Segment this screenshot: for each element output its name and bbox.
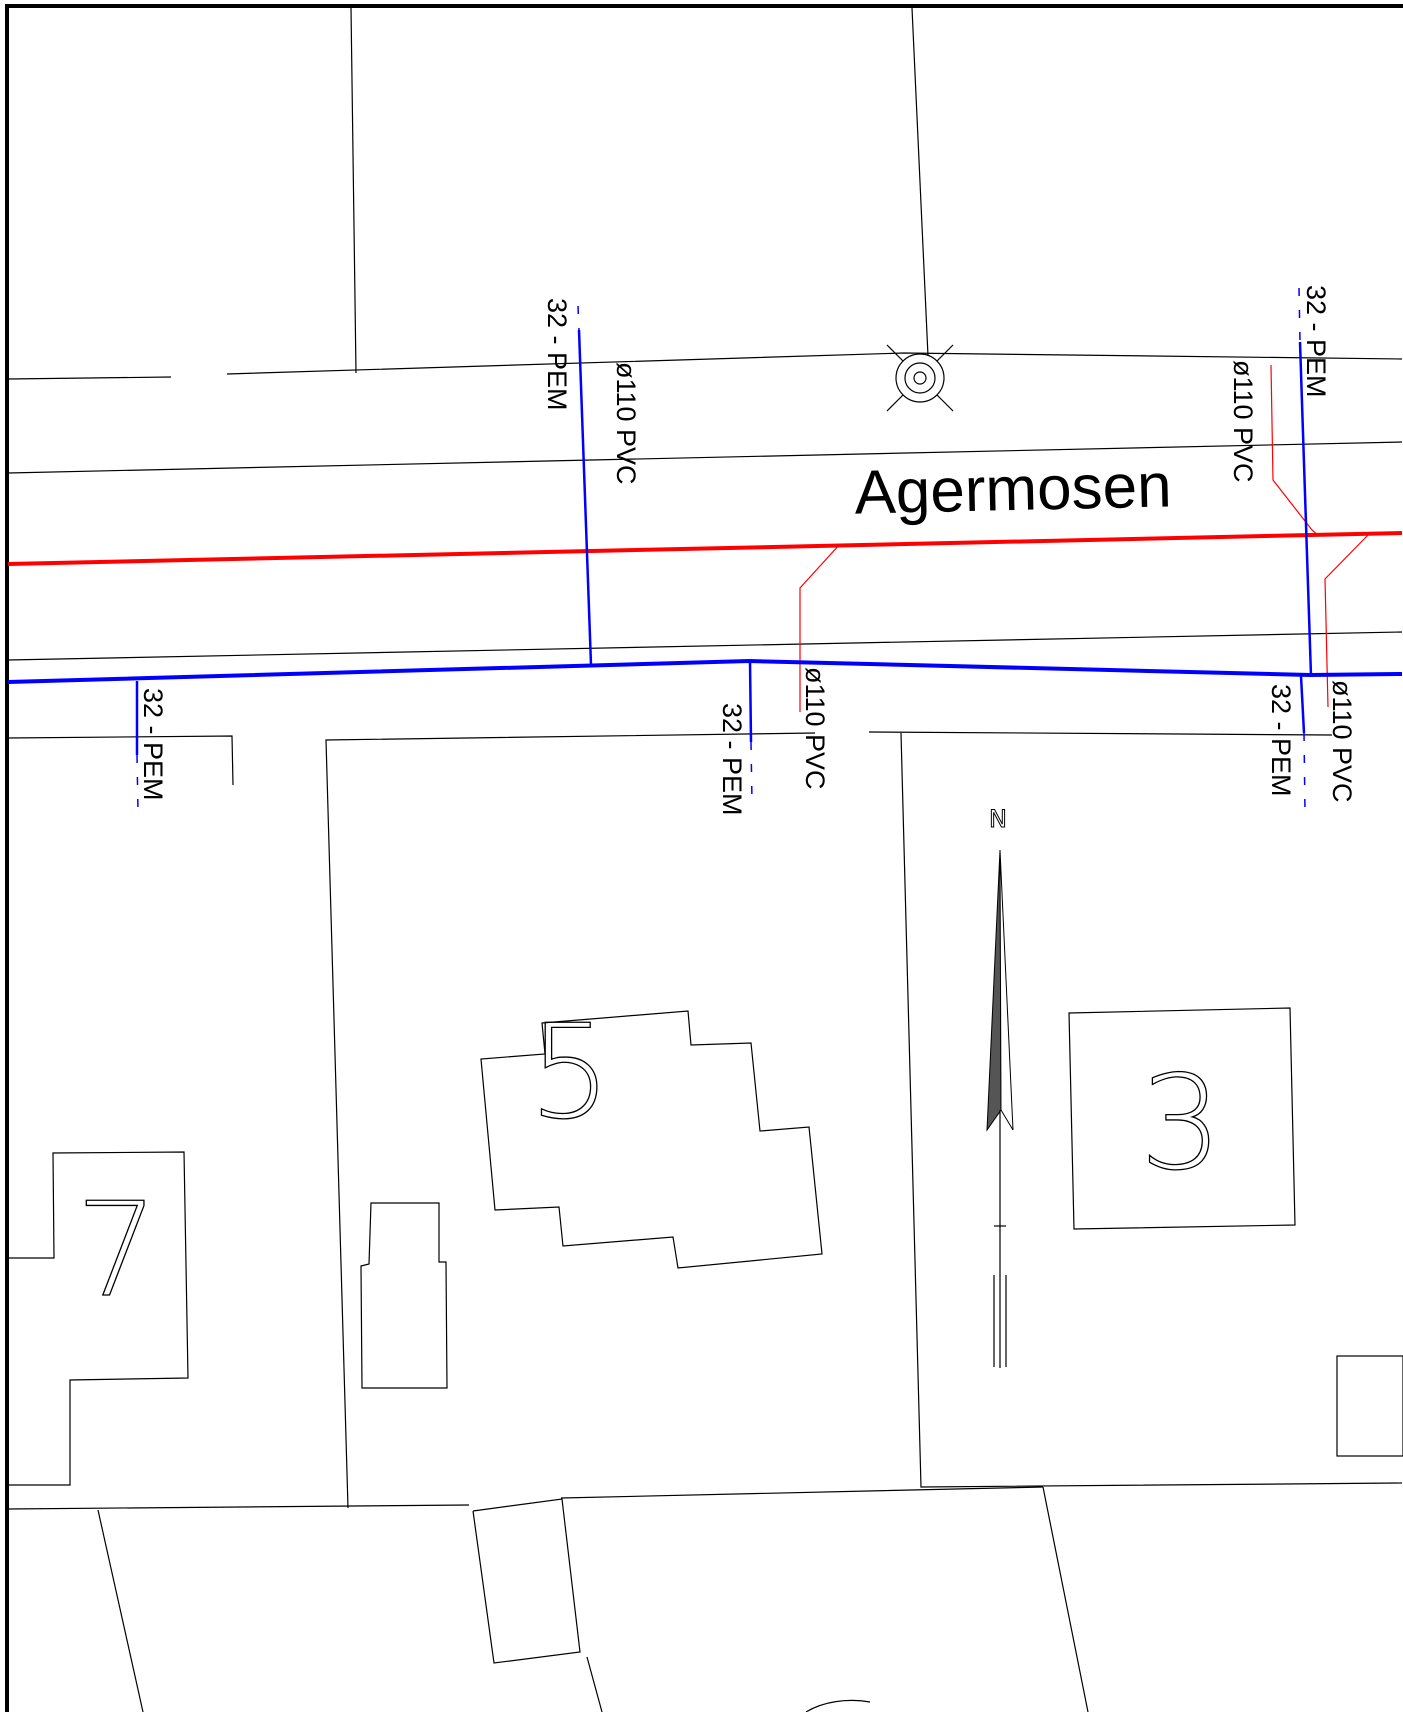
house-number-3: 3 <box>1140 1047 1223 1199</box>
street-name-label: Agermosen <box>854 451 1173 527</box>
pipe-labels: 32 - PEM ø110 PVC 32 - PEM 32 - PEM ø110… <box>138 285 1357 816</box>
buildings <box>8 1007 1403 1486</box>
pipe-label-service-1: 32 - PEM <box>542 298 572 411</box>
pipe-label-sewer-4: ø110 PVC <box>1327 680 1357 803</box>
parcel-lines <box>7 7 1403 1712</box>
water-network <box>7 287 1403 813</box>
sewer-network <box>7 364 1403 712</box>
pipe-label-sewer-3: ø110 PVC <box>1228 360 1258 483</box>
house-number-5: 5 <box>529 996 612 1148</box>
pipe-label-service-4: 32 - PEM <box>1301 285 1331 398</box>
water-main <box>7 658 1403 684</box>
pipe-label-service-3: 32 - PEM <box>717 703 747 816</box>
water-service-3 <box>748 660 753 743</box>
streetlight-symbol <box>886 344 954 412</box>
house-number-7: 7 <box>76 1174 159 1326</box>
pipe-label-sewer-2: ø110 PVC <box>800 667 830 790</box>
sewer-branch-1 <box>799 543 841 712</box>
north-label: N <box>989 805 1007 833</box>
building-3 <box>1068 1007 1296 1230</box>
sewer-main <box>7 531 1403 566</box>
sewer-branch-3 <box>1324 532 1371 708</box>
pipe-label-service-2: 32 - PEM <box>138 688 168 801</box>
water-service-4 <box>1298 341 1313 677</box>
building-5 <box>480 1010 823 1269</box>
building-5-annex <box>360 1202 448 1389</box>
pipe-label-service-5: 32 - PEM <box>1266 684 1296 797</box>
water-service-5 <box>1299 675 1306 734</box>
north-arrow-icon: N <box>986 805 1014 1368</box>
building-edge-right <box>1336 1355 1403 1457</box>
building-7 <box>8 1151 189 1486</box>
pipe-label-sewer-1: ø110 PVC <box>611 362 641 485</box>
sewer-branch-2 <box>1270 364 1320 537</box>
map-frame <box>5 4 1403 1712</box>
water-service-1 <box>577 329 593 666</box>
